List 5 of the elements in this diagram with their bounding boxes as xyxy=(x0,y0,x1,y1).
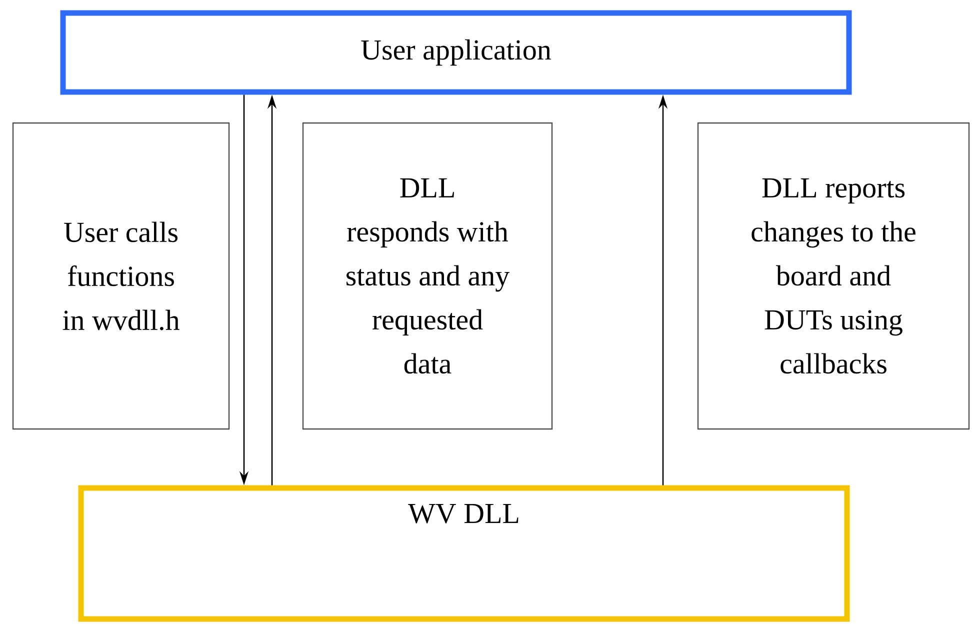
dll-box: WV DLL xyxy=(78,485,850,622)
application-box: User application xyxy=(60,10,852,95)
text-box: DLL reports changes to the board and DUTs using callbacks xyxy=(697,122,970,430)
text-box: User calls functions in wvdll.h xyxy=(12,122,230,430)
text-box: DLL responds with status and any requested data xyxy=(302,122,553,430)
